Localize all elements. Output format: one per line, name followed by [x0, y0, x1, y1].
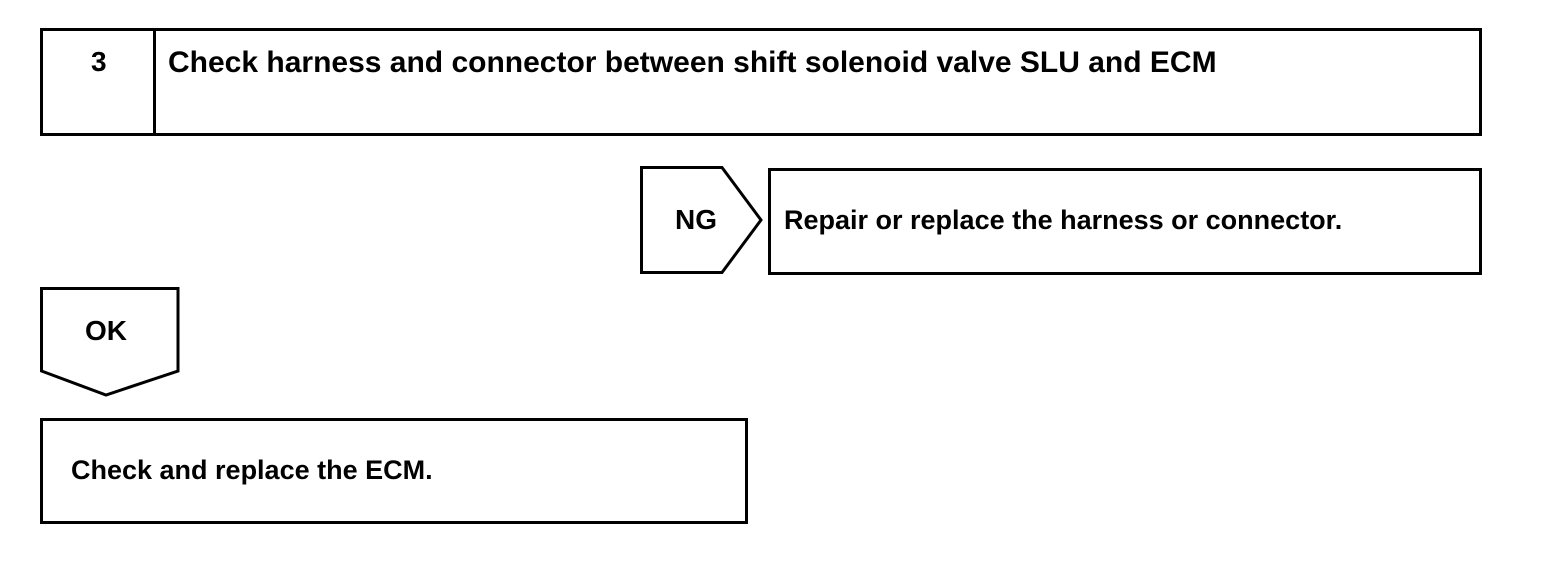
step-box: [40, 28, 1482, 136]
ng-arrow-shape: [640, 166, 763, 274]
step-title: Check harness and connector between shif…: [168, 46, 1217, 79]
ok-arrow-shape: [40, 287, 180, 397]
ok-result-box: [40, 418, 748, 524]
ng-label: NG: [675, 204, 717, 235]
ng-result-text: Repair or replace the harness or connect…: [784, 205, 1343, 235]
ng-result-box: [768, 168, 1482, 275]
step-number-cell: [43, 31, 156, 133]
ok-label: OK: [85, 315, 127, 346]
step-number: 3: [91, 46, 107, 77]
ok-result-text: Check and replace the ECM.: [71, 455, 433, 485]
